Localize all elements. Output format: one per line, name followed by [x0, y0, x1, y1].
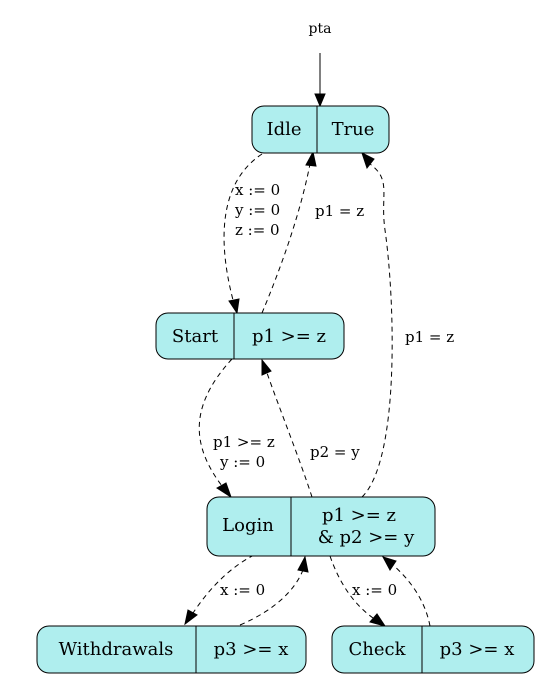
edge-login-to-withdrawals — [184, 554, 255, 626]
node-withdrawals[interactable]: Withdrawals p3 >= x — [36, 625, 307, 674]
node-idle[interactable]: Idle True — [251, 105, 390, 154]
edge-idle-to-start — [223, 153, 263, 315]
edge-login-to-start — [261, 358, 313, 498]
node-login[interactable]: Login p1 >= z & p2 >= y — [206, 496, 436, 557]
label-login-to-check: x := 0 — [352, 581, 397, 599]
diagram-title: pta — [309, 21, 332, 37]
edge-withdrawals-to-login — [239, 555, 309, 626]
label-start-to-idle: p1 = z — [315, 202, 364, 220]
label-start-to-login: p1 >= z y := 0 — [213, 433, 275, 471]
node-withdrawals-invariant: p3 >= x — [214, 639, 289, 660]
node-login-invariant-line1: p1 >= z — [322, 505, 396, 526]
edge-login-to-check — [329, 555, 387, 627]
node-start-invariant: p1 >= z — [252, 326, 326, 347]
node-idle-name: Idle — [266, 119, 301, 140]
edge-login-to-idle — [361, 152, 393, 498]
node-withdrawals-name: Withdrawals — [59, 639, 174, 660]
label-line: y := 0 — [219, 453, 265, 471]
edge-start-to-login — [198, 358, 233, 499]
label-idle-to-start: x := 0 y := 0 z := 0 — [234, 181, 280, 239]
edge-check-to-login — [381, 556, 431, 627]
label-line: y := 0 — [234, 201, 280, 219]
node-check-name: Check — [348, 639, 406, 660]
node-check-invariant: p3 >= x — [440, 639, 515, 660]
node-login-invariant-line2: & p2 >= y — [318, 527, 415, 548]
label-line: p1 >= z — [213, 433, 275, 451]
label-line: x := 0 — [235, 181, 280, 199]
label-login-to-idle: p1 = z — [405, 328, 454, 346]
edge-start-to-idle — [261, 150, 317, 314]
label-login-to-start: p2 = y — [310, 443, 360, 461]
node-login-name: Login — [222, 515, 274, 536]
initial-arrow — [314, 53, 326, 108]
node-start[interactable]: Start p1 >= z — [155, 312, 345, 360]
label-line: z := 0 — [235, 221, 280, 239]
node-check[interactable]: Check p3 >= x — [331, 625, 535, 674]
node-idle-invariant: True — [332, 119, 375, 140]
label-login-to-withdrawals: x := 0 — [220, 581, 265, 599]
node-start-name: Start — [172, 326, 219, 347]
